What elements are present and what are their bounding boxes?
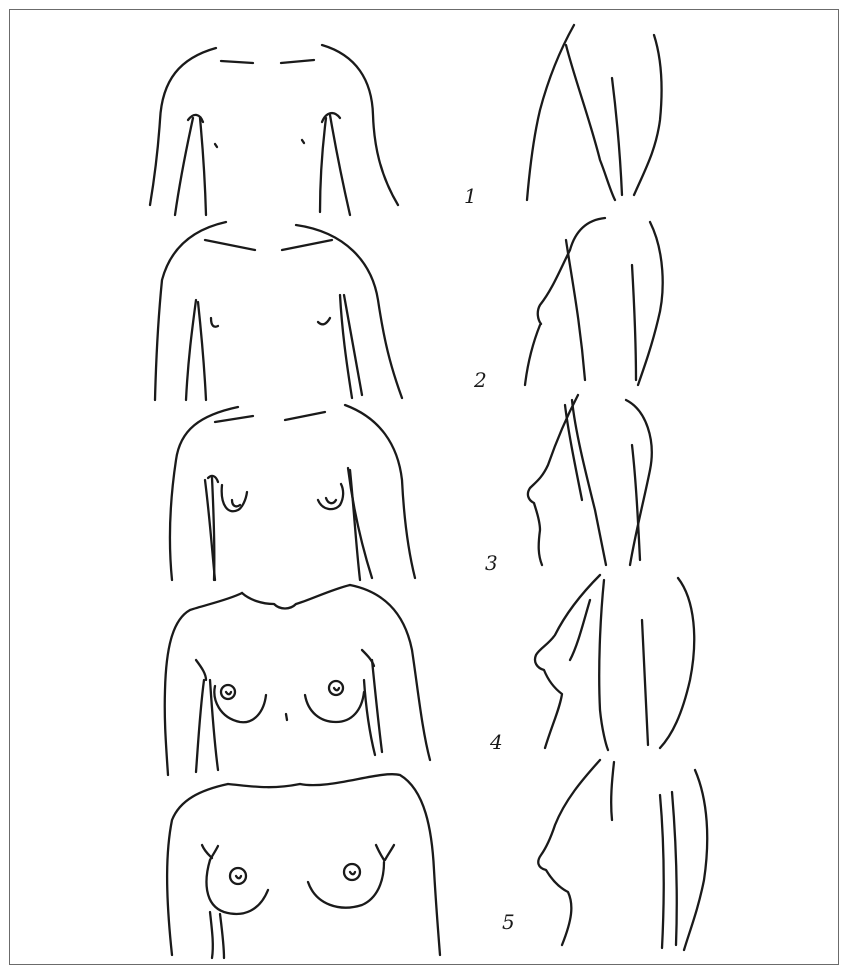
stage-4-side-view	[535, 575, 694, 750]
stage-4-front-view	[165, 585, 430, 775]
stage-1-front-view	[150, 45, 398, 215]
stage-3-label: 3	[485, 553, 498, 573]
stage-5-front-view	[167, 774, 440, 958]
stage-1-label: 1	[464, 186, 477, 206]
stage-3-front-view	[170, 405, 415, 580]
stage-5-side-view	[538, 760, 707, 950]
stage-1-side-view	[527, 25, 662, 200]
stage-2-label: 2	[474, 370, 487, 390]
stage-3-side-view	[528, 395, 652, 565]
stage-5-label: 5	[502, 912, 515, 932]
stage-2-front-view	[155, 222, 402, 400]
stage-4-label: 4	[490, 732, 503, 752]
stage-2-side-view	[525, 218, 663, 385]
